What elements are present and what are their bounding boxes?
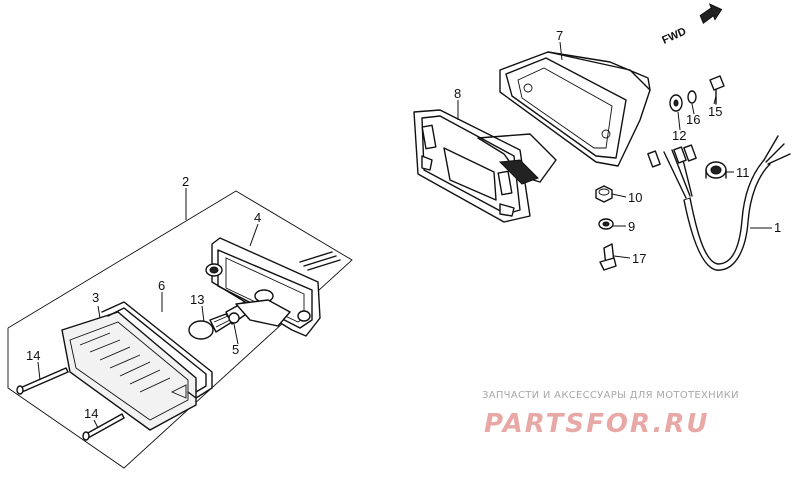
- fwd-label: FWD: [660, 26, 688, 47]
- tail-light-housing: [205, 237, 341, 337]
- screw-upper: [16, 367, 69, 395]
- callout-8: 8: [454, 86, 461, 101]
- grommet-11: [705, 161, 727, 179]
- bolt-17: [599, 243, 617, 271]
- watermark-subtitle: ЗАПЧАСТИ И АКСЕССУАРЫ ДЛЯ МОТОТЕХНИКИ: [482, 390, 739, 401]
- callout-11: 11: [736, 165, 750, 180]
- callout-5: 5: [232, 342, 239, 357]
- callout-6: 6: [158, 278, 165, 293]
- callout-1: 1: [774, 220, 781, 235]
- screw-lower: [82, 413, 125, 441]
- bulb: [188, 313, 233, 340]
- license-light-cover: [499, 51, 651, 167]
- license-bracket: [413, 109, 557, 223]
- tail-light-lens: [61, 311, 197, 431]
- callout-9: 9: [628, 219, 635, 234]
- callout-15: 15: [708, 104, 722, 119]
- callout-12: 12: [672, 128, 686, 143]
- callout-3: 3: [92, 290, 99, 305]
- grommet-12: [669, 94, 683, 112]
- callout-14-lower: 14: [84, 406, 98, 421]
- callout-13: 13: [190, 292, 204, 307]
- gasket: [101, 301, 213, 399]
- callout-14-upper: 14: [26, 348, 40, 363]
- callout-16: 16: [686, 112, 700, 127]
- assembly-boundary: [7, 190, 353, 469]
- callout-10: 10: [628, 190, 642, 205]
- wire-harness: [647, 135, 791, 271]
- washer-16: [687, 90, 697, 104]
- nut-10: [595, 185, 613, 203]
- callout-2: 2: [182, 174, 189, 189]
- watermark-brand: PARTSFOR.RU: [484, 409, 709, 439]
- leader-lines: [37, 41, 772, 429]
- callout-4: 4: [254, 210, 261, 225]
- screw-15: [709, 75, 725, 105]
- washer-9: [598, 218, 614, 230]
- callout-7: 7: [556, 28, 563, 43]
- forward-arrow-icon: [699, 3, 723, 24]
- callout-17: 17: [632, 251, 646, 266]
